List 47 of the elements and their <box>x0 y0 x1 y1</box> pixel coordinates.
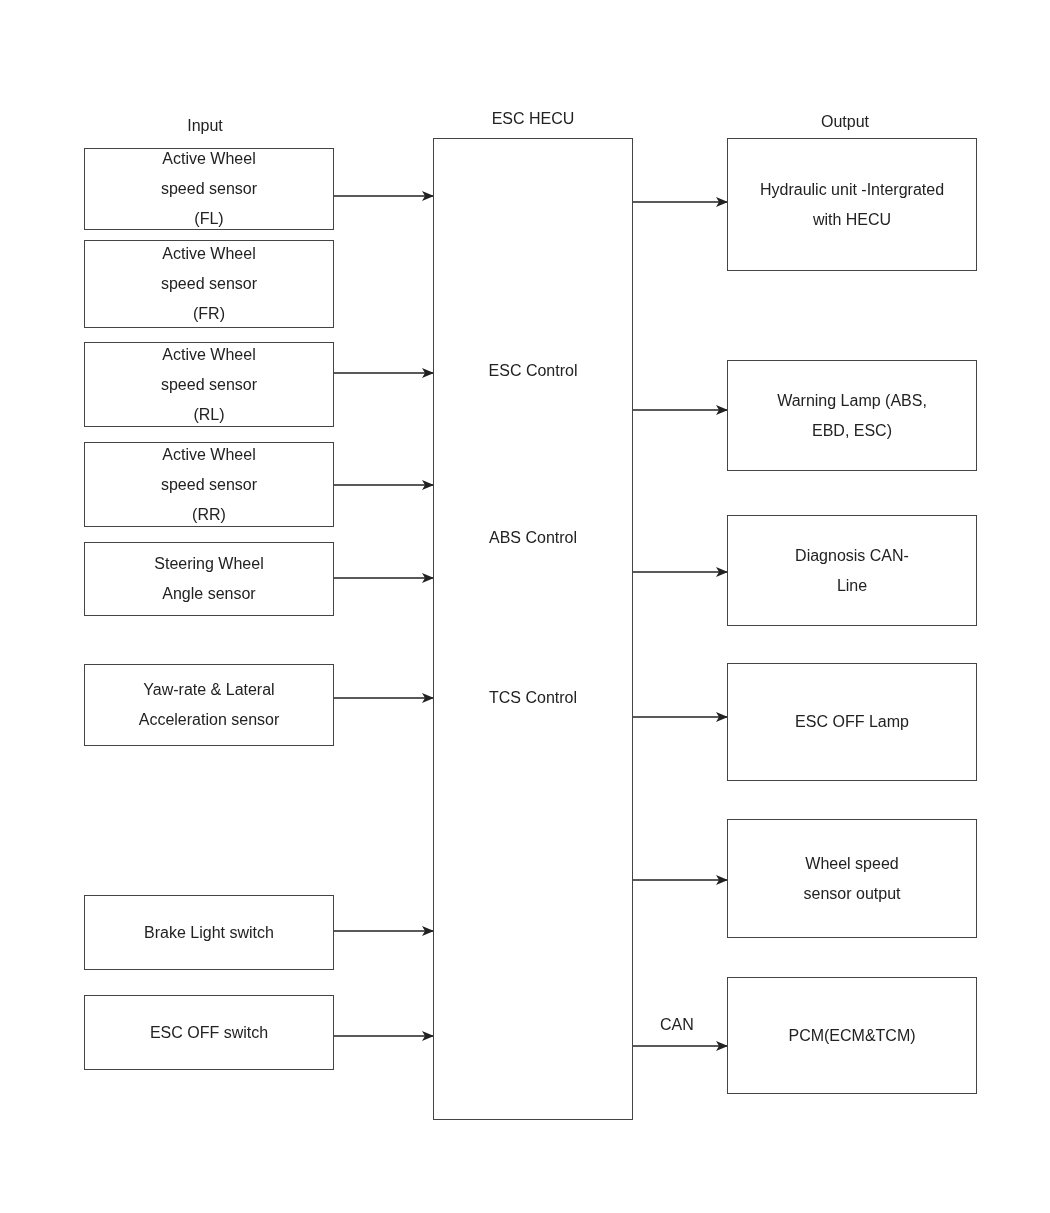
input-box <box>84 995 334 1070</box>
arrow <box>632 712 728 722</box>
input-box <box>84 342 334 427</box>
box-text: Hydraulic unit -Intergrated with HECU <box>758 179 946 230</box>
function-label: ESC Control <box>487 361 579 381</box>
function-label: ABS Control <box>487 528 578 548</box>
arrow <box>333 480 434 490</box>
box-text: Warning Lamp (ABS, EBD, ESC) <box>776 390 928 441</box>
box-text: Active Wheel speed sensor (FR) <box>159 244 259 324</box>
function-label: TCS Control <box>488 688 578 708</box>
arrow <box>632 875 728 885</box>
unit-heading: ESC HECU <box>490 109 576 129</box>
column-heading: Input <box>186 116 224 136</box>
arrow <box>333 573 434 583</box>
output-box <box>727 515 977 626</box>
box-text: Diagnosis CAN-Line <box>794 545 910 596</box>
arrow <box>333 926 434 936</box>
box-text: Active Wheel speed sensor (FL) <box>159 149 259 229</box>
box-text: Wheel speed sensor output <box>802 853 902 904</box>
input-box <box>84 664 334 746</box>
box-text: Yaw-rate & Lateral Acceleration sensor <box>137 680 281 730</box>
box-text: ESC OFF switch <box>149 1022 269 1043</box>
arrow <box>632 405 728 415</box>
input-box <box>84 542 334 616</box>
output-box <box>727 819 977 938</box>
arrow <box>632 197 728 207</box>
arrow <box>333 191 434 201</box>
box-text: ESC OFF Lamp <box>795 712 909 732</box>
arrow <box>333 693 434 703</box>
box-text: Steering Wheel Angle sensor <box>153 554 265 604</box>
column-heading: Output <box>820 112 870 132</box>
output-box <box>727 977 977 1094</box>
output-box <box>727 360 977 471</box>
box-text: PCM(ECM&TCM) <box>788 1025 916 1046</box>
box-text: Active Wheel speed sensor (RL) <box>159 344 259 425</box>
arrow <box>632 1041 728 1051</box>
arrow <box>333 368 434 378</box>
output-box <box>727 138 977 271</box>
arrow <box>333 1031 434 1041</box>
input-box <box>84 148 334 230</box>
box-text: Brake Light switch <box>144 922 274 943</box>
output-box <box>727 663 977 781</box>
input-box <box>84 895 334 970</box>
input-box <box>84 442 334 527</box>
box-text: Active Wheel speed sensor (RR) <box>159 444 259 525</box>
input-box <box>84 240 334 328</box>
arrow <box>632 567 728 577</box>
